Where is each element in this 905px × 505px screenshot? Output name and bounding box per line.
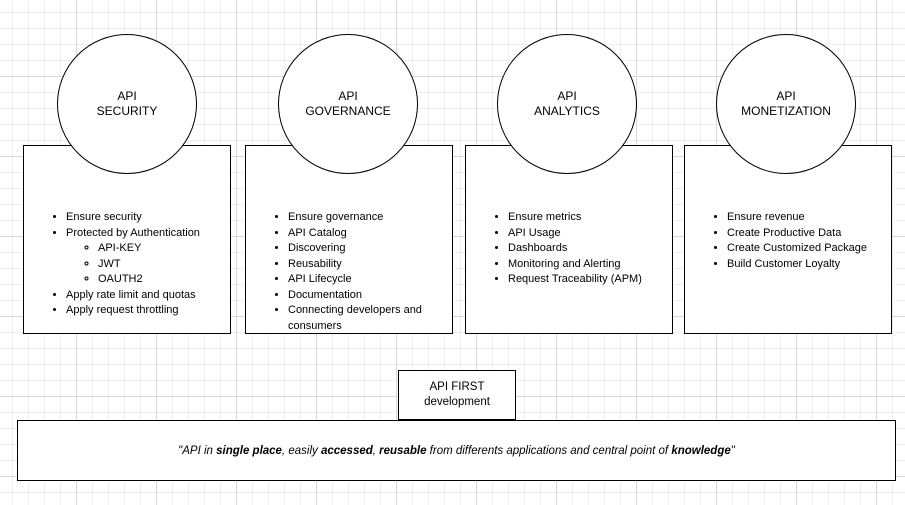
pillar-circle-governance: API GOVERNANCE — [278, 34, 418, 174]
pillar-title-line1: API — [776, 89, 796, 103]
pillar-title-line1: API — [557, 89, 577, 103]
pillar-circle-monetization: API MONETIZATION — [716, 34, 856, 174]
auth-methods-list: API-KEY JWT OAUTH2 — [66, 241, 230, 288]
pillar-circle-analytics: API ANALYTICS — [497, 34, 637, 174]
list-item: Create Customized Package — [727, 241, 891, 257]
quote-emphasis: single place — [216, 444, 282, 457]
quote-segment: , — [372, 444, 380, 457]
pillar-circle-security: API SECURITY — [57, 34, 197, 174]
api-first-line2: development — [424, 396, 490, 408]
pillar-box-security: Ensure security Protected by Authenticat… — [23, 145, 231, 334]
list-item: Ensure governance — [288, 210, 452, 226]
pillar-box-monetization: Ensure revenue Create Productive Data Cr… — [684, 145, 892, 334]
list-item: API Catalog — [288, 226, 452, 242]
quote-segment: " — [730, 444, 735, 457]
list-item: API Lifecycle — [288, 272, 452, 288]
pillar-box-analytics: Ensure metrics API Usage Dashboards Moni… — [465, 145, 673, 334]
quote-segment: , easily — [281, 444, 321, 457]
list-item: API Usage — [508, 226, 672, 242]
quote-emphasis: accessed — [320, 444, 373, 457]
sub-list-item: API-KEY — [98, 241, 230, 257]
list-item: Apply request throttling — [66, 303, 230, 319]
pillar-title-line2: MONETIZATION — [741, 104, 831, 118]
list-item: Reusability — [288, 257, 452, 273]
list-item: Protected by Authentication API-KEY JWT … — [66, 226, 230, 288]
quote-segment: "API in — [178, 444, 217, 457]
list-item: Ensure security — [66, 210, 230, 226]
list-item: Build Customer Loyalty — [727, 257, 891, 273]
quote-text: "API in single place, easily accessed, r… — [178, 445, 735, 457]
pillar-points-monetization: Ensure revenue Create Productive Data Cr… — [685, 210, 891, 272]
list-item: Monitoring and Alerting — [508, 257, 672, 273]
pillar-title-line1: API — [338, 89, 358, 103]
sub-list-item: OAUTH2 — [98, 272, 230, 288]
pillar-title-line2: ANALYTICS — [534, 104, 600, 118]
pillar-points-analytics: Ensure metrics API Usage Dashboards Moni… — [466, 210, 672, 288]
list-item: Ensure metrics — [508, 210, 672, 226]
list-item: Create Productive Data — [727, 226, 891, 242]
list-item: Connecting developers and consumers — [288, 303, 452, 334]
pillar-box-governance: Ensure governance API Catalog Discoverin… — [245, 145, 453, 334]
list-item: Request Traceability (APM) — [508, 272, 672, 288]
list-item: Dashboards — [508, 241, 672, 257]
quote-segment: from differents applications and central… — [426, 444, 672, 457]
pillar-title-line2: GOVERNANCE — [305, 104, 391, 118]
pillar-title-line1: API — [117, 89, 137, 103]
api-first-box: API FIRST development — [398, 370, 516, 420]
api-first-line1: API FIRST — [429, 381, 485, 393]
pillar-points-governance: Ensure governance API Catalog Discoverin… — [246, 210, 452, 334]
quote-emphasis: reusable — [379, 444, 427, 457]
quote-banner: "API in single place, easily accessed, r… — [17, 420, 896, 481]
list-item: Documentation — [288, 288, 452, 304]
quote-emphasis: knowledge — [671, 444, 731, 457]
pillar-title-line2: SECURITY — [96, 104, 158, 118]
list-item-label: Protected by Authentication — [66, 226, 200, 239]
list-item: Ensure revenue — [727, 210, 891, 226]
list-item: Discovering — [288, 241, 452, 257]
list-item: Apply rate limit and quotas — [66, 288, 230, 304]
pillar-points-security: Ensure security Protected by Authenticat… — [24, 210, 230, 319]
sub-list-item: JWT — [98, 257, 230, 273]
